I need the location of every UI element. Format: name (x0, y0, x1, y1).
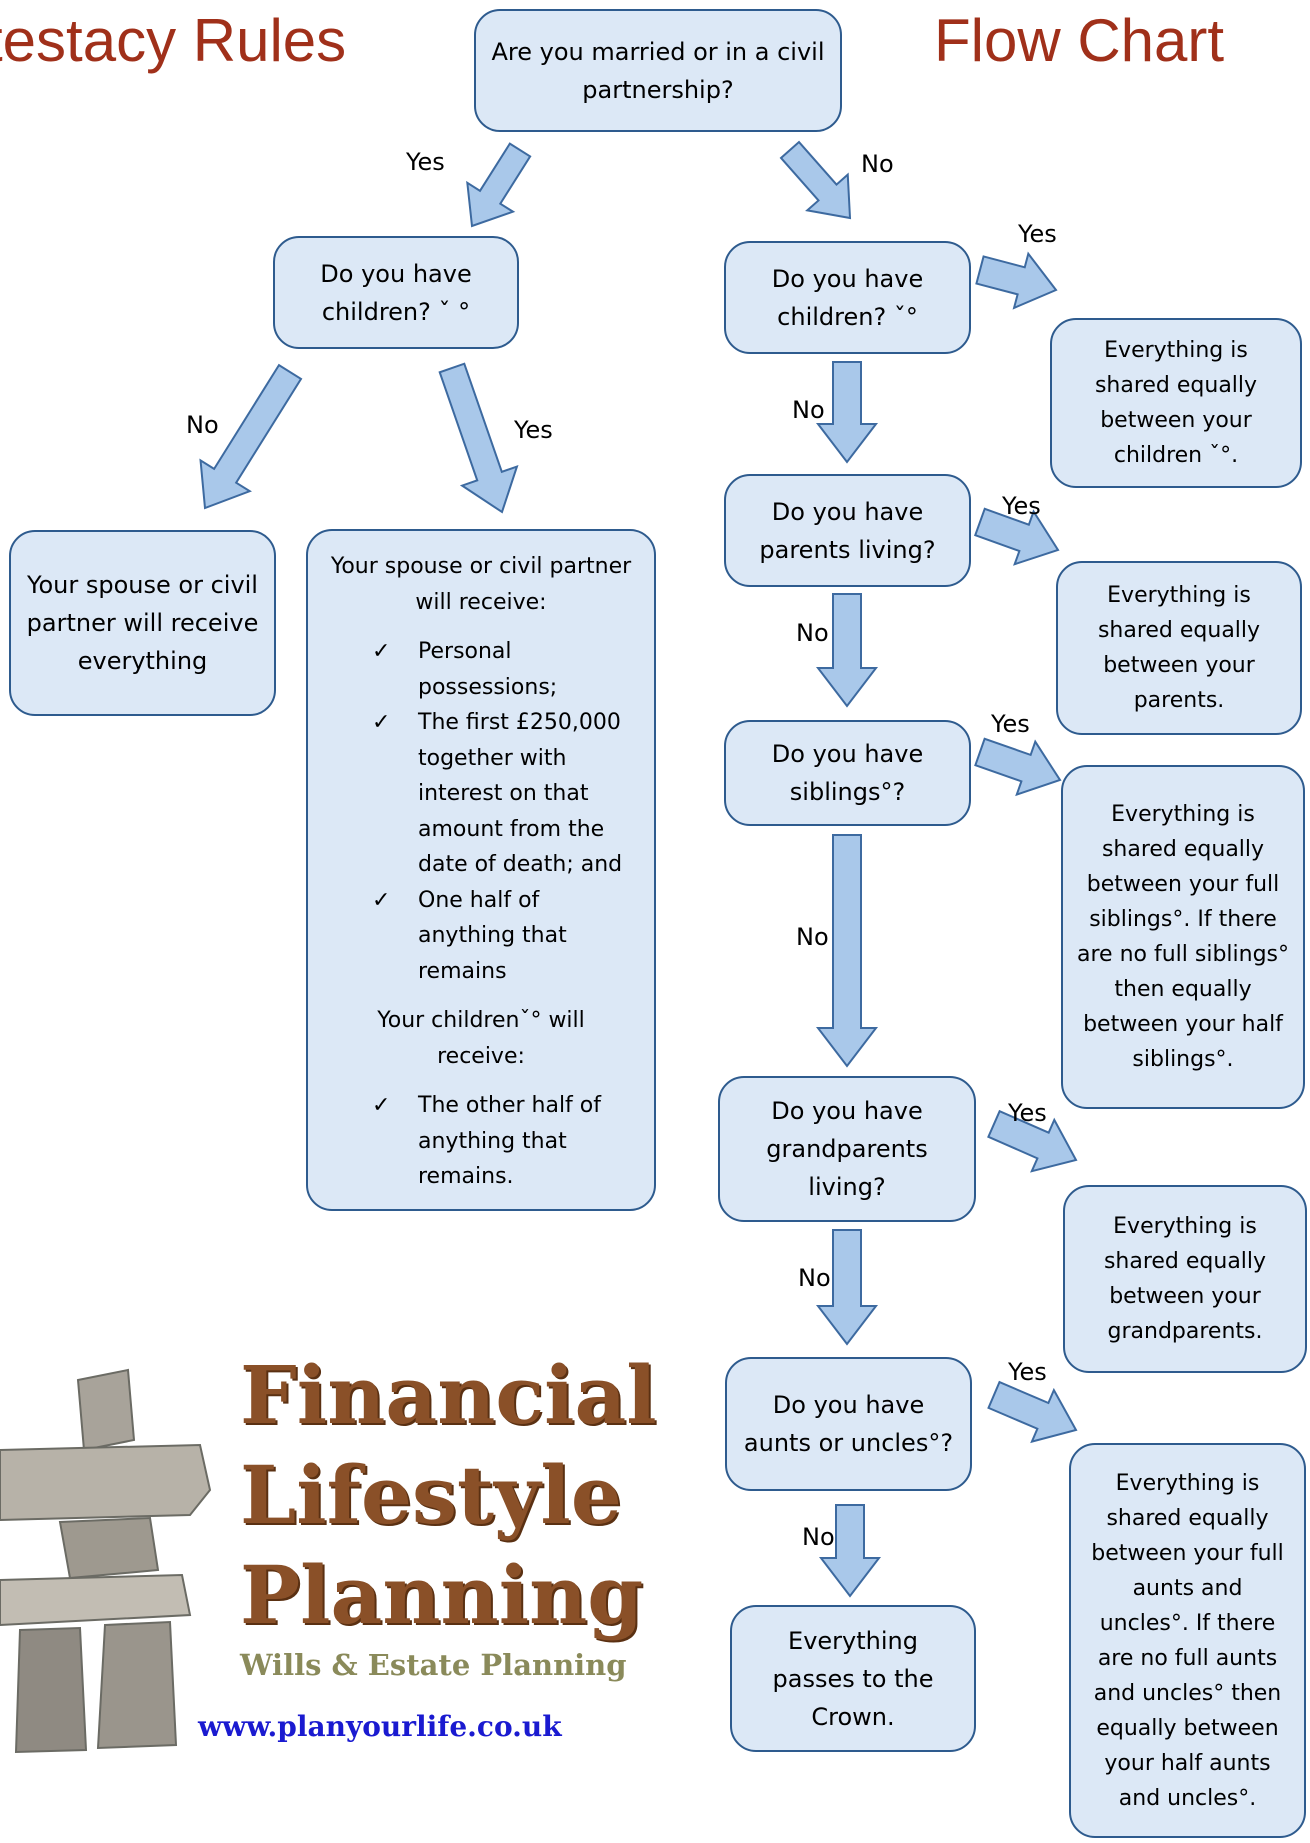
label-no-children-married: No (186, 411, 219, 439)
arrow-siblings-yes (974, 737, 1062, 797)
result-spouse-and-children: Your spouse or civil partner will receiv… (306, 529, 656, 1211)
arrow-grandparents-no (815, 1229, 879, 1346)
arrow-children-yes-left (438, 362, 519, 514)
logo-line: Planning (240, 1548, 644, 1642)
inukshuk-logo-image (0, 1368, 212, 1754)
label-yes-aunts-uncles: Yes (1008, 1358, 1047, 1386)
question-children-text: Do you have children? ˇ° (771, 264, 924, 331)
question-married: Are you married or in a civil partnershi… (474, 9, 842, 132)
result-crown: Everything passes to the Crown. (730, 1605, 976, 1752)
arrow-children-no (815, 361, 879, 464)
question-parents-text: Do you have parents living? (759, 497, 936, 564)
logo-name: Financial Lifestyle Planning (240, 1345, 670, 1645)
result-siblings: Everything is shared equally between you… (1061, 765, 1305, 1109)
label-yes-grandparents: Yes (1008, 1099, 1047, 1127)
page-title-left: testacy Rules (0, 7, 347, 74)
label-no-married: No (861, 150, 894, 178)
label-no-aunts-uncles: No (802, 1523, 835, 1551)
label-no-grandparents: No (798, 1264, 831, 1292)
question-children-married-text: Do you have children? ˇ ° (320, 259, 472, 326)
website-link[interactable]: www.planyourlife.co.uk (198, 1710, 562, 1743)
label-yes-married: Yes (406, 148, 445, 176)
question-aunts-uncles: Do you have aunts or uncles°? (725, 1357, 972, 1491)
arrow-grandparents-yes (987, 1109, 1078, 1173)
label-no-parents: No (796, 619, 829, 647)
result-aunts-uncles: Everything is shared equally between you… (1069, 1443, 1306, 1838)
question-children-married: Do you have children? ˇ ° (273, 236, 519, 349)
label-no-children: No (792, 396, 825, 424)
result-spouse-everything-text: Your spouse or civil partner will receiv… (26, 571, 259, 675)
question-married-text: Are you married or in a civil partnershi… (491, 37, 825, 104)
label-yes-children-married: Yes (514, 416, 553, 444)
label-yes-children: Yes (1018, 220, 1057, 248)
question-siblings-text: Do you have siblings°? (771, 740, 924, 806)
arrow-children-yes (975, 251, 1058, 310)
result-children: Everything is shared equally between you… (1050, 318, 1302, 488)
question-aunts-uncles-text: Do you have aunts or uncles°? (743, 1391, 954, 1457)
logo-line: Financial (240, 1348, 657, 1442)
detail-list-spouse: Personal possessions; The first £250,000… (330, 634, 632, 989)
result-children-text: Everything is shared equally between you… (1094, 338, 1258, 468)
detail-list-children: The other half of anything that remains. (330, 1088, 632, 1195)
label-yes-siblings: Yes (991, 710, 1030, 738)
arrow-siblings-no (815, 834, 879, 1068)
detail-heading-spouse: Your spouse or civil partner will receiv… (330, 554, 632, 615)
arrow-married-no (779, 140, 852, 220)
page-title-right: Flow Chart (934, 7, 1225, 74)
result-parents-text: Everything is shared equally between you… (1097, 583, 1261, 713)
result-parents: Everything is shared equally between you… (1056, 561, 1302, 735)
arrow-parents-no (815, 593, 879, 708)
question-grandparents-text: Do you have grandparents living? (766, 1097, 928, 1201)
detail-item: One half of anything that remains (372, 883, 632, 990)
question-grandparents: Do you have grandparents living? (718, 1076, 976, 1222)
label-yes-parents: Yes (1002, 492, 1041, 520)
detail-item: The other half of anything that remains. (372, 1088, 632, 1195)
result-grandparents: Everything is shared equally between you… (1063, 1185, 1307, 1373)
arrow-children-no-left (199, 363, 303, 510)
detail-heading-children: Your childrenˇ° will receive: (377, 1008, 585, 1069)
logo-line: Lifestyle (240, 1448, 622, 1542)
result-grandparents-text: Everything is shared equally between you… (1103, 1214, 1267, 1344)
arrow-parents-yes (973, 507, 1060, 566)
question-children: Do you have children? ˇ° (724, 241, 971, 354)
label-no-siblings: No (796, 923, 829, 951)
result-siblings-text: Everything is shared equally between you… (1077, 802, 1290, 1072)
result-spouse-everything: Your spouse or civil partner will receiv… (9, 530, 276, 716)
detail-item: Personal possessions; (372, 634, 632, 705)
result-aunts-uncles-text: Everything is shared equally between you… (1091, 1470, 1284, 1811)
question-parents: Do you have parents living? (724, 474, 971, 587)
question-siblings: Do you have siblings°? (724, 720, 971, 826)
arrow-aunts-no (818, 1504, 882, 1598)
result-crown-text: Everything passes to the Crown. (772, 1626, 934, 1731)
detail-item: The first £250,000 together with interes… (372, 705, 632, 883)
arrow-married-yes (466, 142, 532, 228)
arrow-aunts-yes (987, 1380, 1078, 1444)
logo-subtitle: Wills & Estate Planning (240, 1648, 627, 1682)
